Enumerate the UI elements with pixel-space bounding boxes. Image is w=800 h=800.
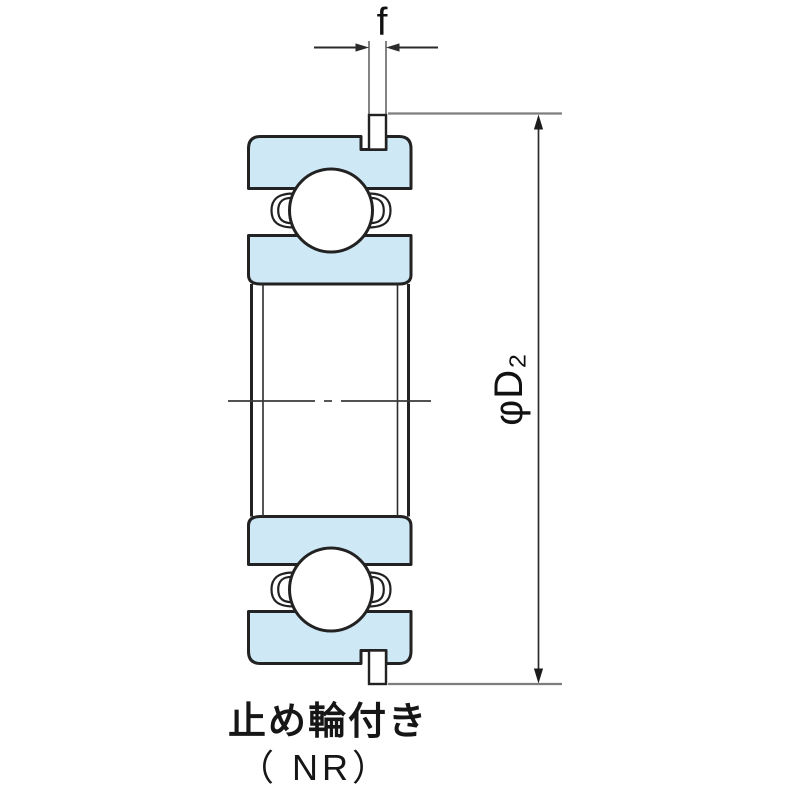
dimension-f (314, 41, 438, 114)
snap-ring-top (367, 113, 388, 151)
ball-bottom (288, 546, 374, 633)
caption-line2: （ NR） (238, 747, 392, 788)
cage-bottom-right (367, 571, 392, 608)
cage-top-right (367, 192, 392, 229)
f-arrowhead-left (355, 43, 369, 52)
cage-bottom-left (270, 571, 295, 608)
d2-arrowhead-bottom (533, 668, 544, 684)
dimension-d2-label: φD₂ (487, 352, 531, 426)
dimension-d2 (388, 112, 562, 686)
caption-line1: 止め輪付き (227, 701, 428, 743)
dimension-f-label: f (376, 1, 388, 44)
cage-top-left (270, 192, 295, 229)
inner-ring-bottom-section (247, 515, 413, 566)
ball-top (288, 167, 374, 254)
d2-arrowhead-top (533, 114, 544, 130)
inner-ring-top-section (247, 234, 413, 286)
f-arrowhead-right (386, 43, 400, 52)
snap-ring-bottom (367, 649, 388, 686)
caption-block: 止め輪付き （ NR） (128, 698, 528, 790)
